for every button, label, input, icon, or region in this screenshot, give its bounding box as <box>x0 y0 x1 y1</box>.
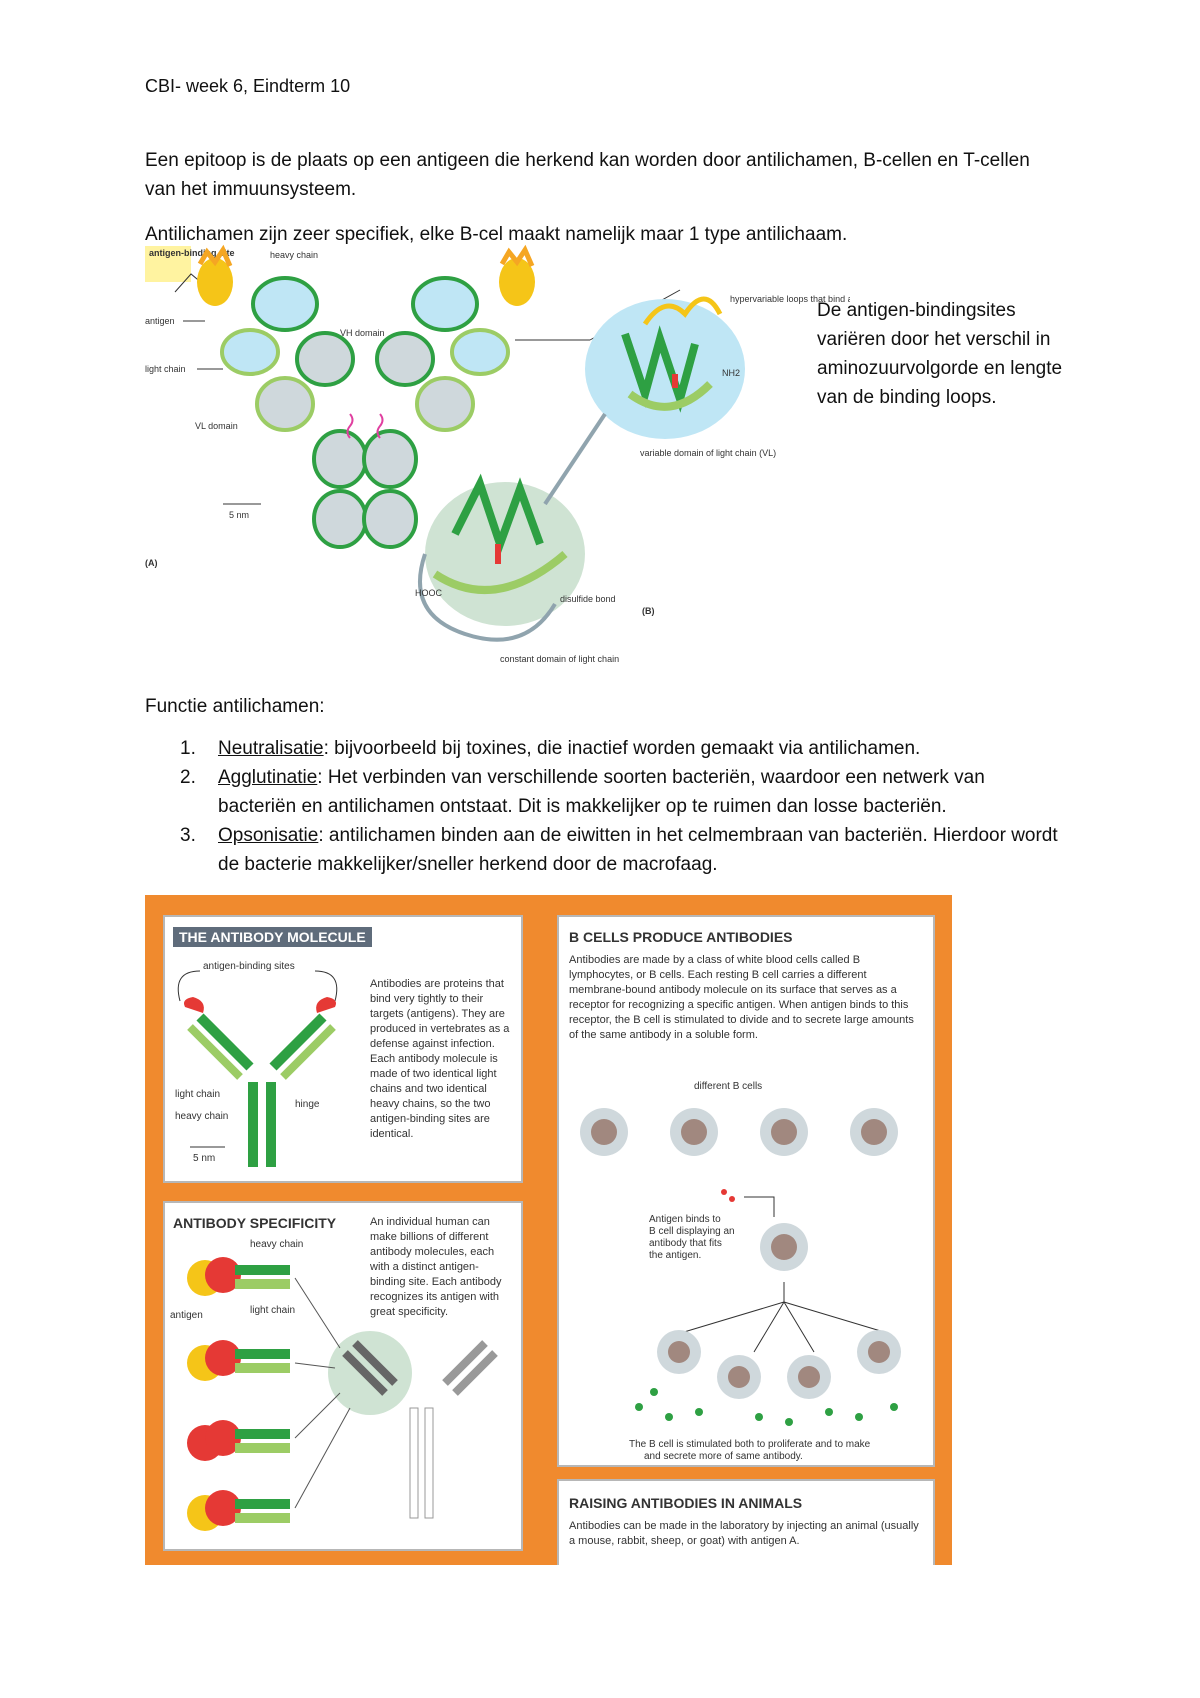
list-item: 3. Opsonisatie: antilichamen binden aan … <box>145 821 1065 879</box>
document-header: CBI- week 6, Eindterm 10 <box>145 76 351 96</box>
b-cell-4 <box>850 1108 898 1156</box>
b-cell-clone <box>857 1330 901 1374</box>
function-text: : antilichamen binden aan de eiwitten in… <box>218 825 1058 875</box>
label-vh-domain: VH domain <box>340 328 385 338</box>
list-number: 2. <box>180 767 196 788</box>
function-term: Neutralisatie <box>218 738 324 759</box>
label-light-chain: light chain <box>145 364 186 374</box>
label-hypervariable-loops: hypervariable loops that bind antigen <box>730 294 850 304</box>
antigen-binding-site-tag <box>145 246 191 282</box>
antigen-binds-line: B cell displaying an <box>649 1226 735 1237</box>
raising-antibodies-box: RAISING ANTIBODIES IN ANIMALS Antibodies… <box>557 1479 935 1565</box>
label-antigen: antigen <box>145 316 175 326</box>
functions-heading: Functie antilichamen: <box>145 696 325 717</box>
specificity-pair-2 <box>187 1340 290 1381</box>
label-light-chain: light chain <box>250 1305 295 1316</box>
function-term: Opsonisatie <box>218 825 319 846</box>
label-panel-a: (A) <box>145 558 158 568</box>
label-scale-5nm: 5 nm <box>193 1153 215 1164</box>
antigen-binds-line: Antigen binds to <box>649 1214 721 1225</box>
label-nh2: NH2 <box>722 368 740 378</box>
b-cells-text: Antibodies are made by a class of white … <box>569 954 914 1041</box>
b-cells-box: B CELLS PRODUCE ANTIBODIES Antibodies ar… <box>557 915 935 1467</box>
antibody-molecule-title: THE ANTIBODY MOLECULE <box>173 927 372 947</box>
label-heavy-chain: heavy chain <box>270 250 318 260</box>
label-antigen-binding-sites: antigen-binding sites <box>203 961 295 972</box>
antibody-specificity-title: ANTIBODY SPECIFICITY <box>173 1215 337 1231</box>
antigen-binds-line: the antigen. <box>649 1250 701 1261</box>
specificity-pair-1 <box>187 1257 290 1296</box>
function-text: : bijvoorbeeld bij toxines, die inactief… <box>323 738 921 759</box>
list-number: 3. <box>180 825 196 846</box>
stimulated-line: The B cell is stimulated both to prolife… <box>629 1439 871 1450</box>
antibody-stem <box>312 413 418 549</box>
antibody-info-panel: THE ANTIBODY MOLECULE antigen-binding si… <box>145 895 952 1565</box>
b-cells-title: B CELLS PRODUCE ANTIBODIES <box>569 929 793 945</box>
antigen-binds-line: antibody that fits <box>649 1238 722 1249</box>
specificity-pair-3 <box>187 1420 290 1461</box>
label-variable-domain: variable domain of light chain (VL) <box>640 448 776 458</box>
label-antigen-binding-site: antigen-binding site <box>149 248 235 258</box>
b-cell-1 <box>580 1108 628 1156</box>
antibody-molecule-text: Antibodies are proteins that bind very t… <box>370 978 510 1140</box>
intro-paragraph-epitope: Een epitoop is de plaats op een antigeen… <box>145 150 1030 200</box>
b-cell-clone <box>657 1330 701 1374</box>
label-scale-5nm: 5 nm <box>229 510 249 520</box>
specificity-pair-4 <box>187 1490 290 1531</box>
b-cell-clone <box>717 1355 761 1399</box>
functions-list: 1. Neutralisatie: bijvoorbeeld bij toxin… <box>145 734 1065 879</box>
list-number: 1. <box>180 738 196 759</box>
side-note-binding-sites: De antigen-bindingsites variëren door he… <box>817 300 1063 408</box>
antibody-right-arm <box>375 244 535 432</box>
b-cell-clone <box>787 1355 831 1399</box>
label-stimulated: The B cell is stimulated both to prolife… <box>629 1439 871 1462</box>
list-item: 1. Neutralisatie: bijvoorbeeld bij toxin… <box>145 734 1065 763</box>
list-item: 2. Agglutinatie: Het verbinden van versc… <box>145 763 1065 821</box>
label-heavy-chain: heavy chain <box>175 1111 228 1122</box>
light-chain-ribbon <box>418 289 745 642</box>
activated-b-cell <box>760 1223 808 1271</box>
b-cell-2 <box>670 1108 718 1156</box>
b-cell-3 <box>760 1108 808 1156</box>
antibody-left-arm <box>197 244 355 432</box>
label-hooc: HOOC <box>415 588 443 598</box>
antibody-structure-figure: antigen-binding site <box>145 244 877 676</box>
label-hinge: hinge <box>295 1099 320 1110</box>
antibody-specificity-text: An individual human can make billions of… <box>370 1216 502 1318</box>
function-term: Agglutinatie <box>218 767 318 788</box>
stimulated-line: and secrete more of same antibody. <box>644 1451 803 1462</box>
label-light-chain: light chain <box>175 1089 220 1100</box>
antibody-specificity-box: ANTIBODY SPECIFICITY heavy chain light c… <box>163 1201 523 1551</box>
function-text: : Het verbinden van verschillende soorte… <box>218 767 985 817</box>
intro-paragraph-specific: Antilichamen zijn zeer specifiek, elke B… <box>145 224 848 245</box>
label-vl-domain: VL domain <box>195 421 238 431</box>
label-antigen: antigen <box>170 1310 203 1321</box>
label-disulfide-bond: disulfide bond <box>560 594 616 604</box>
label-panel-b: (B) <box>642 606 655 616</box>
label-different-b-cells: different B cells <box>694 1081 762 1092</box>
secreted-antibodies <box>635 1388 898 1426</box>
raising-antibodies-text: Antibodies can be made in the laboratory… <box>569 1520 919 1547</box>
label-heavy-chain: heavy chain <box>250 1239 303 1250</box>
raising-antibodies-title: RAISING ANTIBODIES IN ANIMALS <box>569 1495 803 1511</box>
label-constant-domain: constant domain of light chain <box>500 654 619 664</box>
antibody-molecule-box: THE ANTIBODY MOLECULE antigen-binding si… <box>163 915 523 1183</box>
